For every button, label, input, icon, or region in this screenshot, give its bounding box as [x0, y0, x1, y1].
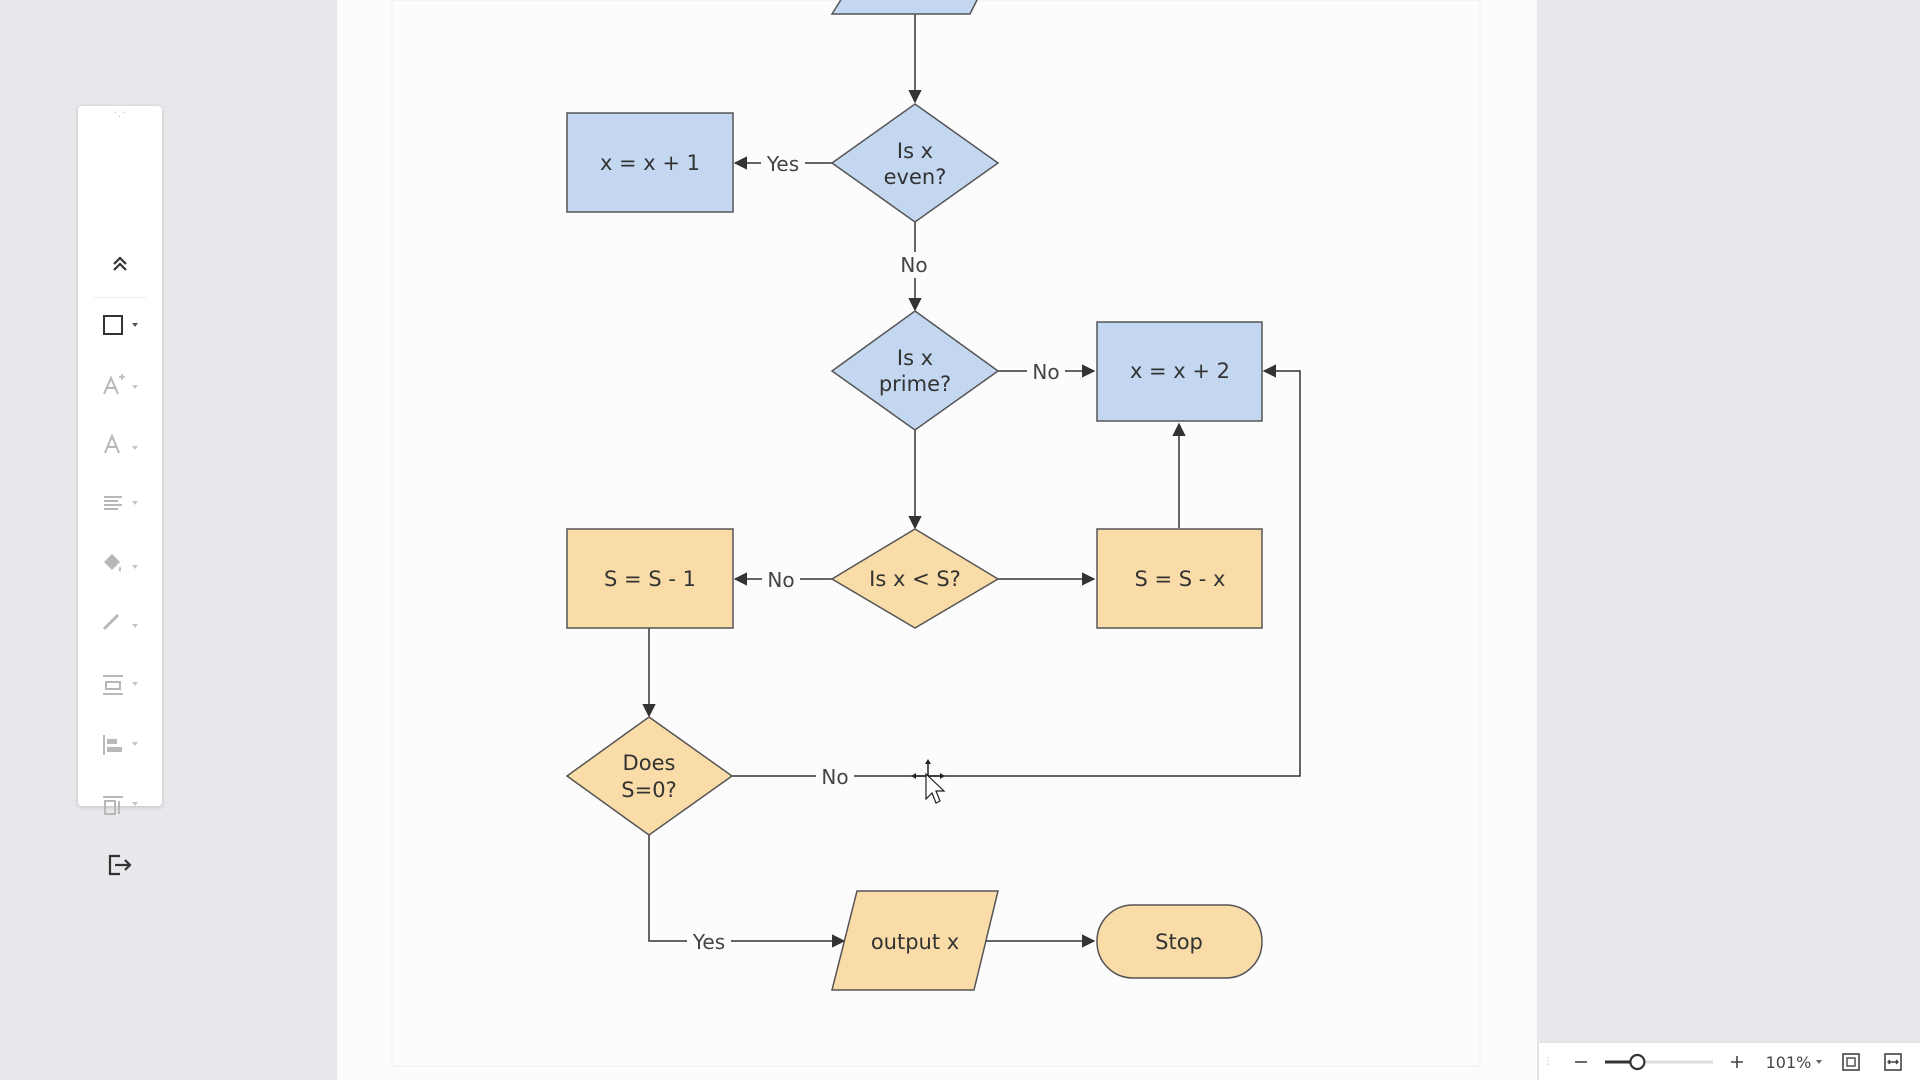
- process-node-top[interactable]: [830, 0, 978, 15]
- node-inc2-label: x = x + 2: [1130, 359, 1230, 383]
- toolbar-separator: [94, 297, 146, 298]
- toolbar-separator: [94, 836, 146, 837]
- node-dec1[interactable]: S = S - 1: [566, 528, 734, 629]
- zoom-slider[interactable]: [1601, 1043, 1717, 1080]
- zoom-out-button[interactable]: [1569, 1043, 1593, 1080]
- zoom-slider-thumb: [1629, 1053, 1646, 1071]
- node-decx-label: S = S - x: [1135, 567, 1226, 591]
- label-cmp-no: No: [767, 568, 794, 592]
- fit-page-icon[interactable]: [1835, 1043, 1867, 1080]
- edge-zero-inc2: [732, 364, 1301, 777]
- exit-icon[interactable]: [88, 845, 152, 885]
- arrange-button[interactable]: [88, 785, 152, 825]
- node-zero-label-1: Does: [623, 751, 676, 775]
- node-cmp[interactable]: Is x < S?: [830, 528, 1000, 629]
- text-size-button[interactable]: [88, 365, 152, 405]
- zoom-level-dropdown[interactable]: 101%: [1763, 1043, 1827, 1080]
- label-zero-yes: Yes: [692, 930, 725, 954]
- move-cursor-icon: [911, 759, 946, 804]
- drag-handle-icon[interactable]: · · ·: [113, 108, 127, 123]
- shape-style-button[interactable]: [88, 305, 152, 345]
- node-cmp-label: Is x < S?: [869, 567, 961, 591]
- node-prime[interactable]: Is x prime?: [830, 310, 1000, 431]
- edge-labels: Yes No No No No Yes: [687, 151, 1065, 955]
- node-prime-label-1: Is x: [897, 346, 933, 370]
- collapse-up-icon[interactable]: [88, 244, 152, 284]
- node-prime-label-2: prime?: [879, 372, 951, 396]
- zoom-bar-grip-icon[interactable]: ⋮: [1543, 1056, 1553, 1067]
- node-output-label: output x: [871, 930, 959, 954]
- node-inc1-label: x = x + 1: [600, 151, 700, 175]
- chevron-down-icon: [1816, 1060, 1823, 1064]
- label-even-no: No: [900, 253, 927, 277]
- page-border: [391, 0, 1481, 1067]
- edge-zero-output: [648, 835, 846, 948]
- format-toolbar: · · ·: [78, 106, 162, 876]
- zoom-in-button[interactable]: [1725, 1043, 1749, 1080]
- node-even[interactable]: Is x even?: [830, 103, 1000, 223]
- align-shapes-button[interactable]: [88, 725, 152, 765]
- text-align-button[interactable]: [88, 483, 152, 523]
- zoom-bar: ⋮ 101%: [1538, 1042, 1920, 1080]
- fill-color-button[interactable]: [88, 543, 152, 583]
- fit-width-icon[interactable]: [1877, 1043, 1909, 1080]
- node-zero-label-2: S=0?: [621, 778, 676, 802]
- label-prime-no: No: [1032, 360, 1059, 384]
- node-stop[interactable]: Stop: [1096, 904, 1263, 979]
- font-color-button[interactable]: [88, 424, 152, 464]
- line-color-button[interactable]: [88, 602, 152, 642]
- label-zero-no: No: [821, 765, 848, 789]
- node-inc1[interactable]: x = x + 1: [566, 112, 734, 213]
- zoom-level-value: 101%: [1765, 1052, 1812, 1072]
- node-inc2[interactable]: x = x + 2: [1096, 321, 1263, 422]
- spacing-button[interactable]: [88, 665, 152, 705]
- node-stop-label: Stop: [1155, 930, 1203, 954]
- node-even-label-1: Is x: [897, 139, 933, 163]
- label-even-yes: Yes: [766, 152, 799, 176]
- node-even-label-2: even?: [884, 165, 947, 189]
- node-dec1-label: S = S - 1: [604, 567, 696, 591]
- node-zero[interactable]: Does S=0?: [565, 716, 734, 836]
- node-decx[interactable]: S = S - x: [1096, 528, 1263, 629]
- node-output[interactable]: output x: [831, 890, 999, 991]
